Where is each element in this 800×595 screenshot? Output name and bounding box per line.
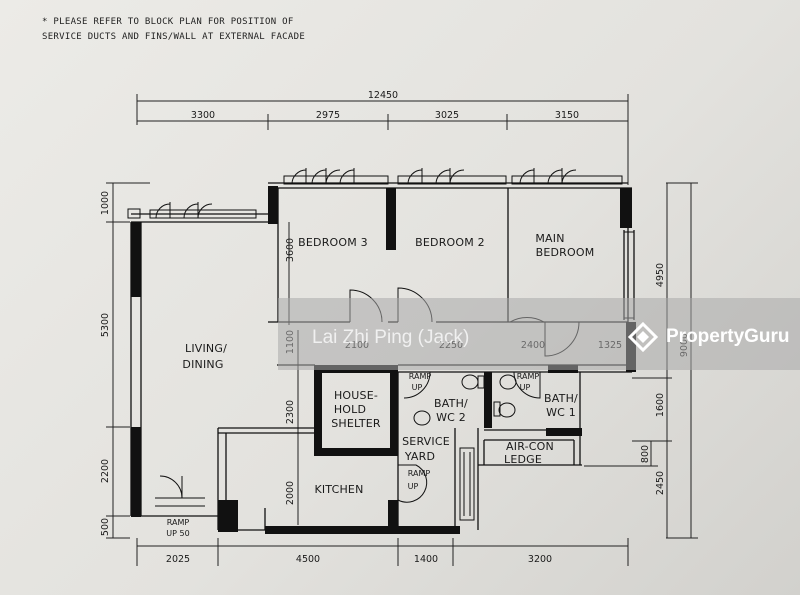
dim-bottom-4: 3200: [528, 554, 552, 565]
ramp-yard-line2: UP: [408, 482, 419, 491]
ramp-labels: RAMP UP RAMP UP RAMP UP RAMP UP 50: [166, 372, 539, 538]
bathroom-fixtures: [413, 374, 517, 521]
room-labels: BEDROOM 3 BEDROOM 2 MAIN BEDROOM LIVING/…: [182, 232, 594, 496]
dim-ledge-height: 800: [640, 445, 651, 463]
room-shelter-line2: HOLD: [334, 403, 366, 416]
room-bath2-line2: WC 2: [436, 411, 466, 424]
dim-right-2: 1600: [655, 393, 666, 417]
dim-top-4: 3150: [555, 110, 579, 121]
dim-bottom-1: 2025: [166, 554, 190, 565]
ramp-entry-line1: RAMP: [167, 518, 190, 527]
ramp-bath1-line1: RAMP: [517, 372, 540, 381]
ramp-entry-line2: UP 50: [166, 529, 189, 538]
dim-left-1: 1000: [100, 191, 111, 215]
dimension-lines: [106, 94, 698, 566]
room-bath1-line2: WC 1: [546, 406, 576, 419]
dim-kitchen-height: 2000: [285, 481, 296, 505]
room-service-yard-line1: SERVICE: [402, 435, 450, 448]
windows: [127, 168, 635, 319]
dim-overall-width: 12450: [368, 90, 398, 101]
dim-left-4: 500: [100, 518, 111, 536]
dim-right-3: 2450: [655, 471, 666, 495]
room-living-line2: DINING: [182, 358, 223, 371]
plan-note-line2: SERVICE DUCTS AND FINS/WALL AT EXTERNAL …: [42, 32, 305, 42]
ramp-yard-line1: RAMP: [408, 469, 431, 478]
dim-top-1: 3300: [191, 110, 215, 121]
room-bedroom3: BEDROOM 3: [298, 236, 368, 249]
room-shelter-line1: HOUSE-: [334, 389, 378, 402]
ramp-bath2-line1: RAMP: [409, 372, 432, 381]
watermark-band: [278, 298, 800, 370]
bath2-door-swing: [403, 371, 431, 399]
plan-note-line1: * PLEASE REFER TO BLOCK PLAN FOR POSITIO…: [42, 17, 294, 27]
brand-watermark: PropertyGuru: [628, 322, 790, 352]
brand-name: PropertyGuru: [666, 326, 790, 347]
room-main-bedroom-line2: BEDROOM: [536, 246, 595, 259]
room-kitchen: KITCHEN: [314, 483, 363, 496]
room-shelter-line3: SHELTER: [331, 417, 381, 430]
room-bath2-line1: BATH/: [434, 397, 468, 410]
propertyguru-logo-icon: [628, 322, 658, 352]
dim-top-3: 3025: [435, 110, 459, 121]
room-bath1-line1: BATH/: [544, 392, 578, 405]
room-bedroom2: BEDROOM 2: [415, 236, 485, 249]
ramp-bath2-line2: UP: [412, 383, 423, 392]
dim-right-1: 4950: [655, 263, 666, 287]
room-service-yard-line2: YARD: [404, 450, 435, 463]
bath1-door-swing: [513, 371, 541, 399]
dim-left-2: 5300: [100, 313, 111, 337]
dim-bottom-2: 4500: [296, 554, 320, 565]
ramp-bath1-line2: UP: [520, 383, 531, 392]
room-living-line1: LIVING/: [185, 342, 227, 355]
dim-bottom-3: 1400: [414, 554, 438, 565]
dim-bedroom3-height: 3600: [285, 238, 296, 262]
dim-left-3: 2200: [100, 459, 111, 483]
agent-name-watermark: Lai Zhi Ping (Jack): [312, 327, 470, 348]
room-main-bedroom-line1: MAIN: [535, 232, 564, 245]
dim-top-2: 2975: [316, 110, 340, 121]
dim-shelter-height: 2300: [285, 400, 296, 424]
room-aircon-ledge-line1: AIR-CON: [506, 440, 554, 453]
room-aircon-ledge-line2: LEDGE: [504, 453, 542, 466]
